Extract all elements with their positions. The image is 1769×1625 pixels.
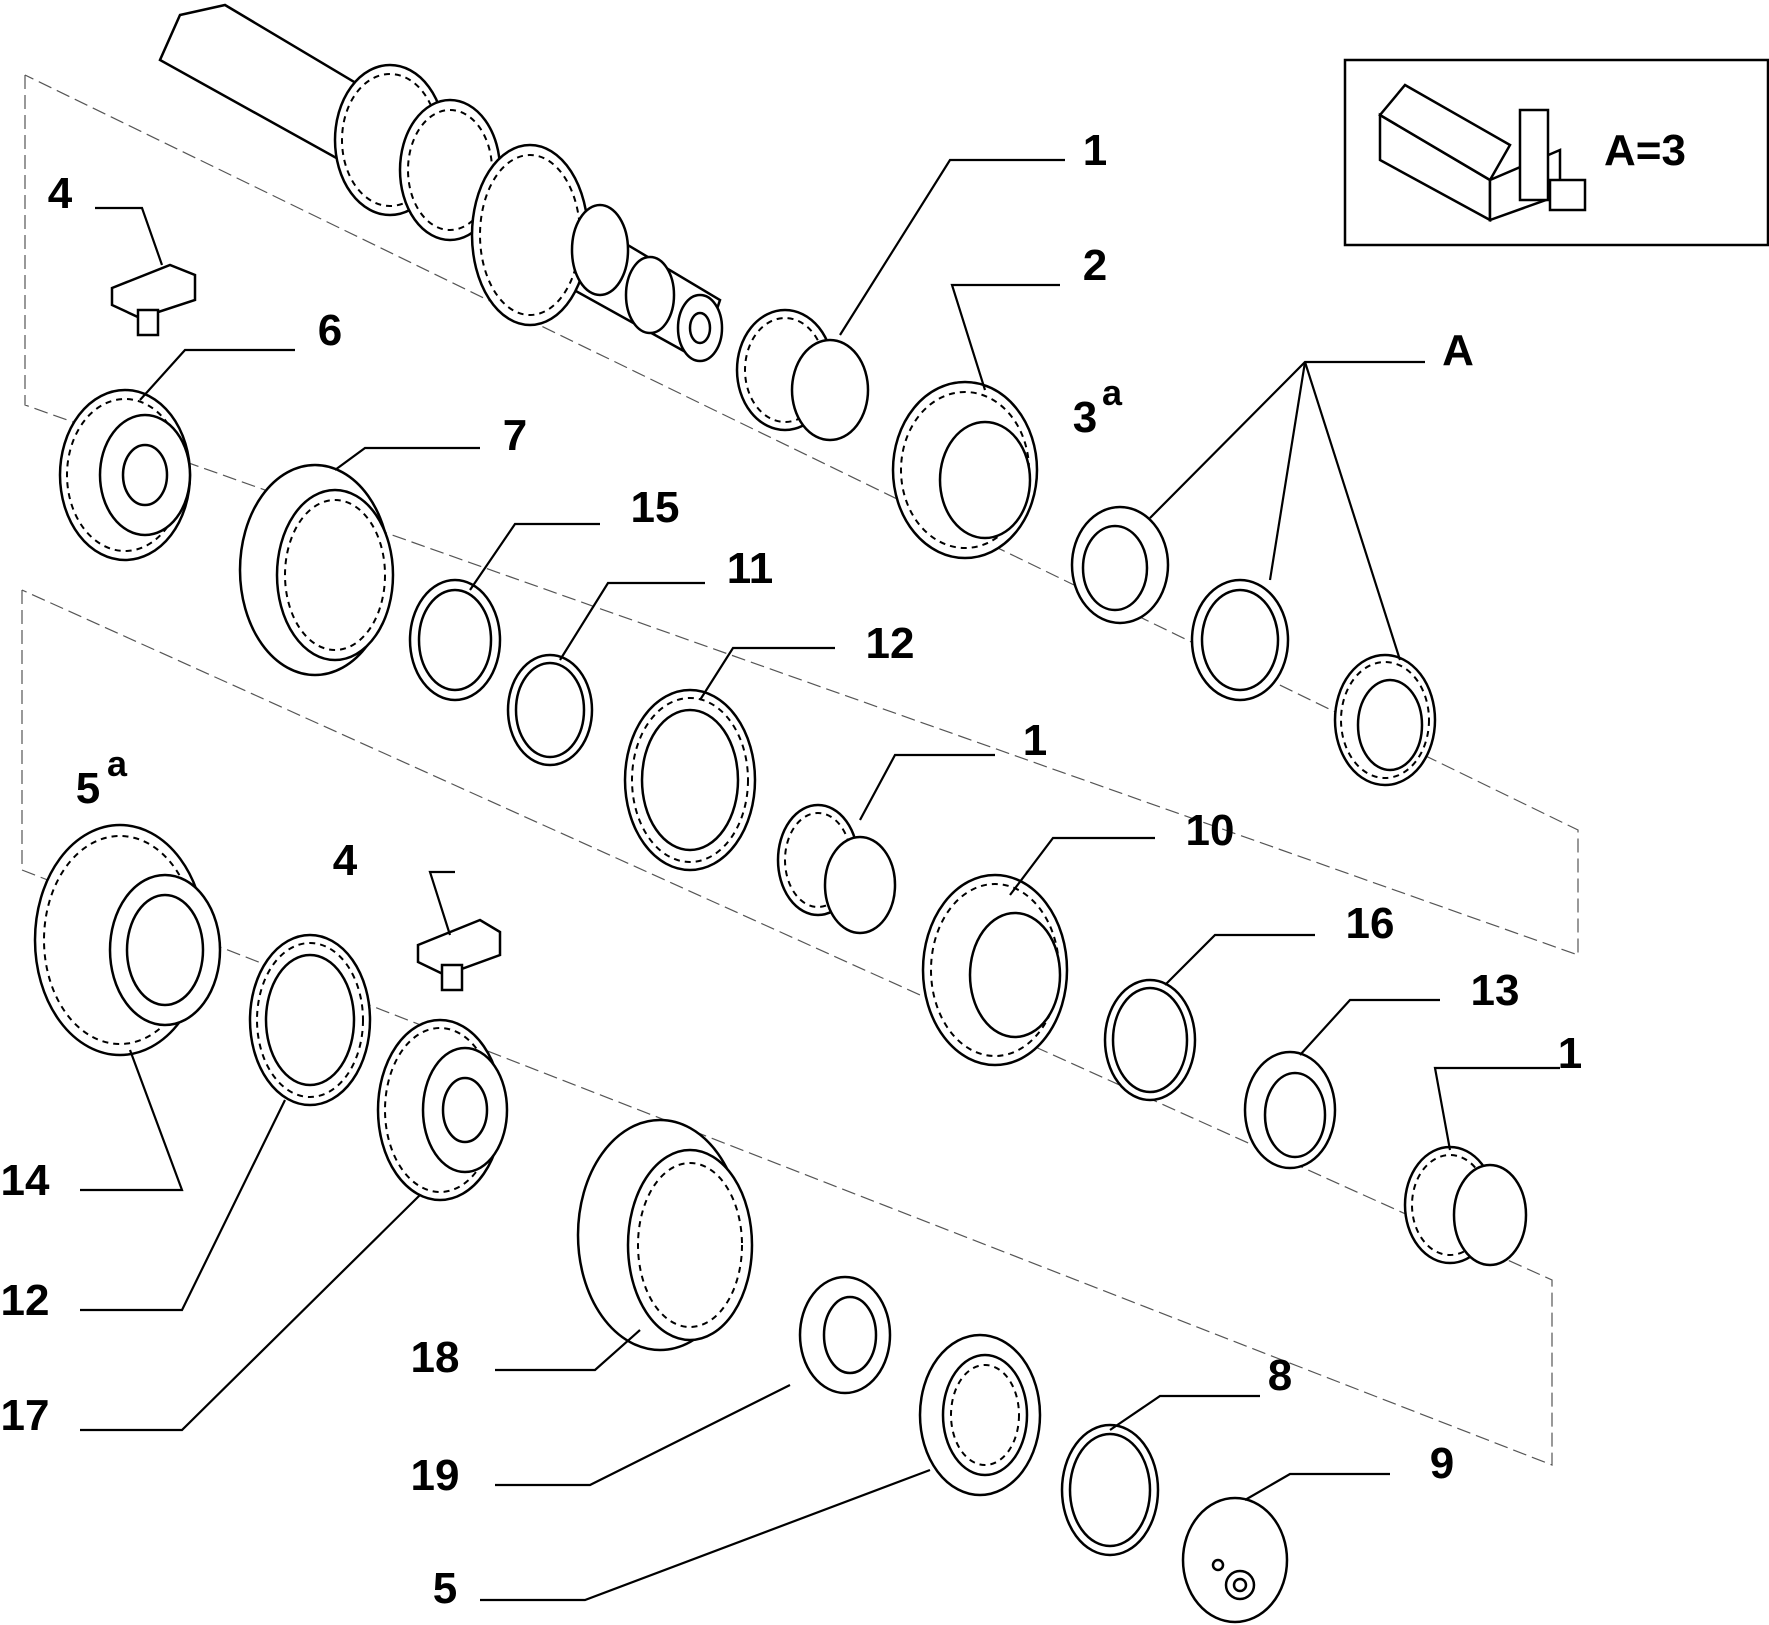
hub-17 [376,1018,509,1202]
callout-7: 7 [503,411,527,460]
callout-9: 9 [1430,1439,1454,1488]
leader-lines [80,158,1560,1602]
callout-1-middle: 1 [1023,716,1047,765]
assembly-envelope-lower [21,589,1553,1466]
callout-19: 19 [411,1451,460,1500]
callout-5a-number: 5 [76,764,100,813]
synchro-ring-12a [623,688,757,872]
callout-16: 16 [1346,899,1395,948]
needle-bearing-1c [1403,1145,1528,1267]
callout-14: 14 [1,1156,50,1205]
callout-12-lower: 12 [1,1276,50,1325]
assembly-envelope-upper [24,74,1579,956]
needle-bearing-1b [776,803,897,935]
gear-2-third [891,380,1039,560]
callout-5: 5 [433,1564,457,1613]
callout-12-upper: 12 [866,619,915,668]
callout-17: 17 [1,1391,50,1440]
synchro-ring-12b [248,933,372,1107]
key-4b [416,918,502,992]
ring-16 [1103,978,1197,1102]
callout-18: 18 [411,1333,460,1382]
callout-1-upper: 1 [1083,126,1107,175]
lock-plate-19 [798,1275,892,1395]
callout-4-upper: 4 [48,169,73,218]
synchro-ring-a3 [1333,653,1437,787]
callouts: 1 2 3 a A 4 6 7 15 11 12 1 10 16 13 1 5 … [1,126,1583,1613]
callout-3a-superscript: a [1102,372,1123,413]
main-shaft [158,3,724,363]
callout-15: 15 [631,483,680,532]
half-ring-13 [1243,1050,1337,1170]
gear-14-fifth [33,823,222,1057]
kit-box: A=3 [1343,58,1769,247]
sleeve-18 [576,1118,754,1352]
callout-11: 11 [727,544,774,593]
nut-plate-9 [1181,1496,1289,1624]
callout-3a-number: 3 [1073,393,1097,442]
callout-5a-superscript: a [107,743,128,784]
gear-10 [921,873,1069,1067]
hub-6 [58,388,192,562]
key-4a [110,263,197,337]
callout-8: 8 [1268,1351,1292,1400]
synchro-ring-a1 [1070,505,1170,625]
callout-6: 6 [318,306,342,355]
ring-11 [506,653,594,767]
needle-bearing-1a [735,308,870,442]
callout-1-lower: 1 [1558,1029,1582,1078]
snap-ring-15 [408,578,502,702]
callout-13: 13 [1471,966,1520,1015]
callout-4-lower: 4 [333,836,358,885]
callout-10: 10 [1186,806,1235,855]
kit-box-label: A=3 [1604,126,1686,175]
ring-8 [1060,1423,1160,1557]
bearing-5 [918,1333,1042,1497]
callout-A: A [1442,326,1474,375]
kit-box-icon [1378,83,1587,223]
callout-2: 2 [1083,241,1107,290]
synchro-ring-a2 [1190,578,1290,702]
sleeve-7 [238,463,395,677]
